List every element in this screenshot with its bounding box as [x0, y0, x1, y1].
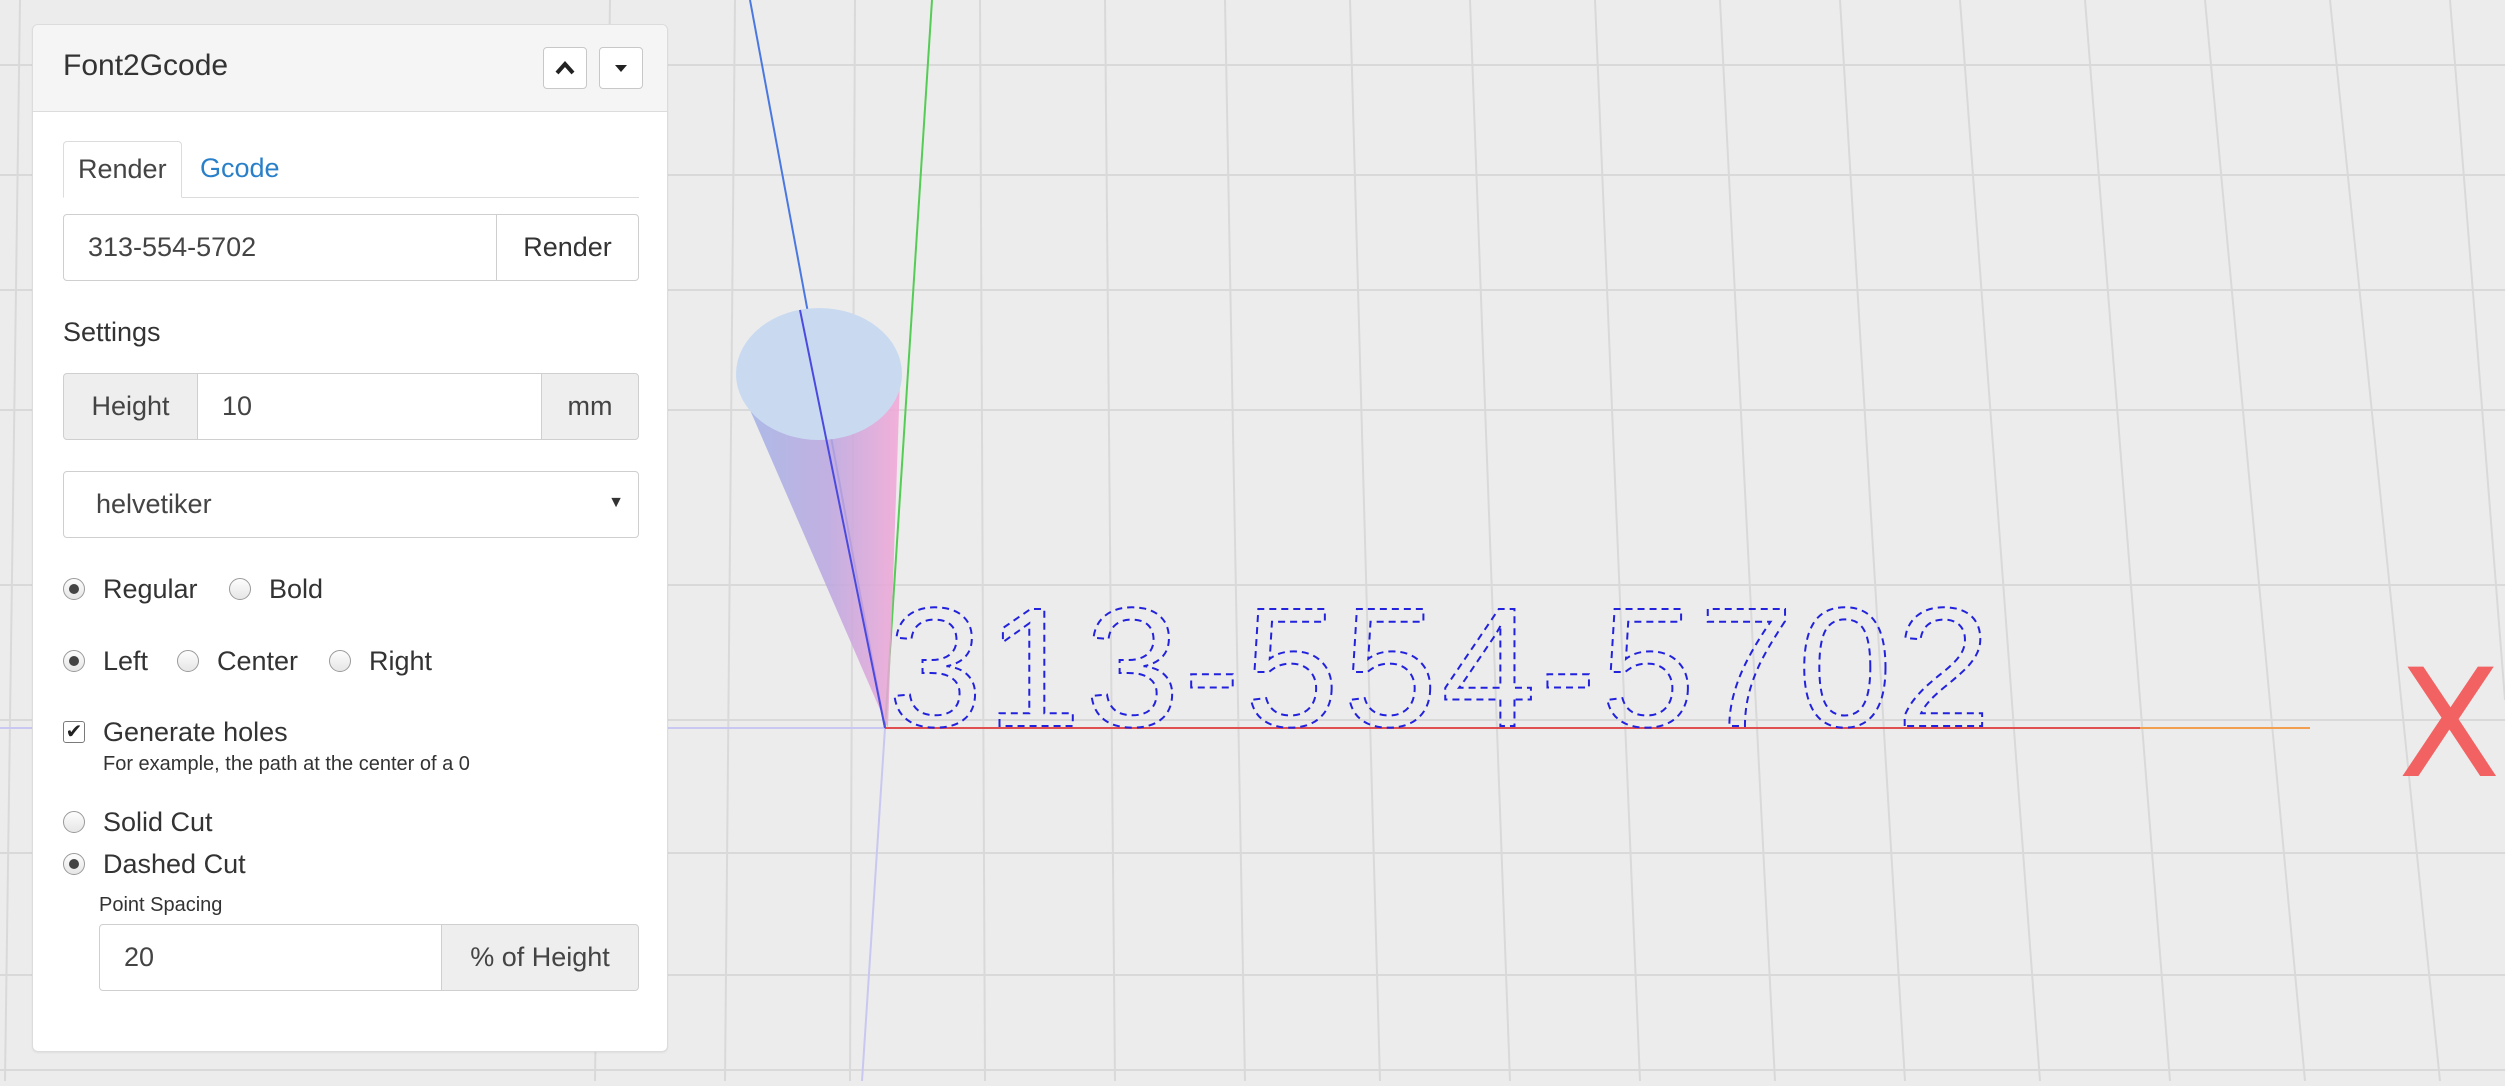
radio-align-right[interactable]: [329, 650, 351, 672]
tool-cone: [736, 308, 902, 729]
chevron-up-icon: [555, 60, 575, 75]
height-label: Height: [63, 373, 198, 440]
tab-bar: Render Gcode: [63, 141, 639, 198]
panel-title: Font2Gcode: [63, 49, 229, 82]
height-unit: mm: [541, 373, 639, 440]
point-spacing-unit: % of Height: [441, 924, 639, 991]
radio-solid-cut-label: Solid Cut: [103, 807, 213, 837]
radio-align-left-label: Left: [103, 646, 149, 676]
font2gcode-panel: Font2Gcode Render Gcode 313-554-5702 Ren…: [32, 24, 668, 1052]
radio-align-center-label: Center: [217, 646, 299, 676]
radio-align-left[interactable]: [63, 650, 85, 672]
radio-solid-cut[interactable]: [63, 811, 85, 833]
radio-align-center[interactable]: [177, 650, 199, 672]
point-spacing-input[interactable]: 20: [99, 924, 442, 991]
radio-dashed-cut-label: Dashed Cut: [103, 849, 246, 879]
panel-menu-button[interactable]: [599, 47, 643, 89]
tab-render[interactable]: Render: [63, 141, 182, 198]
point-spacing-value: 20: [124, 942, 155, 972]
radio-bold[interactable]: [229, 578, 251, 600]
render-button[interactable]: Render: [496, 214, 639, 281]
height-input[interactable]: 10: [197, 373, 542, 440]
collapse-button[interactable]: [543, 47, 587, 89]
panel-header: Font2Gcode: [33, 25, 667, 112]
radio-dashed-cut[interactable]: [63, 853, 85, 875]
radio-bold-label: Bold: [269, 574, 324, 604]
radio-align-right-label: Right: [369, 646, 433, 676]
y-axis-line: [884, 0, 933, 729]
z-axis-negative: [861, 727, 886, 1082]
text-input-value: 313-554-5702: [88, 232, 257, 262]
tab-gcode[interactable]: Gcode: [200, 153, 280, 183]
font-select-value: helvetiker: [96, 489, 212, 519]
x-axis-label: X: [2398, 638, 2501, 812]
generate-holes-hint: For example, the path at the center of a…: [103, 753, 470, 775]
rendered-text-path: 313-554-5702: [888, 573, 1995, 763]
radio-regular-label: Regular: [103, 574, 198, 604]
font-select[interactable]: helvetiker ▼: [63, 471, 639, 538]
text-input[interactable]: 313-554-5702: [63, 214, 497, 281]
radio-regular[interactable]: [63, 578, 85, 600]
generate-holes-label: Generate holes: [103, 717, 288, 747]
dropdown-caret-icon: ▼: [608, 494, 624, 511]
settings-heading: Settings: [63, 317, 161, 347]
caret-down-icon: [615, 65, 627, 72]
point-spacing-label: Point Spacing: [99, 894, 223, 916]
generate-holes-checkbox[interactable]: ✔: [63, 721, 85, 743]
height-input-value: 10: [222, 391, 253, 421]
